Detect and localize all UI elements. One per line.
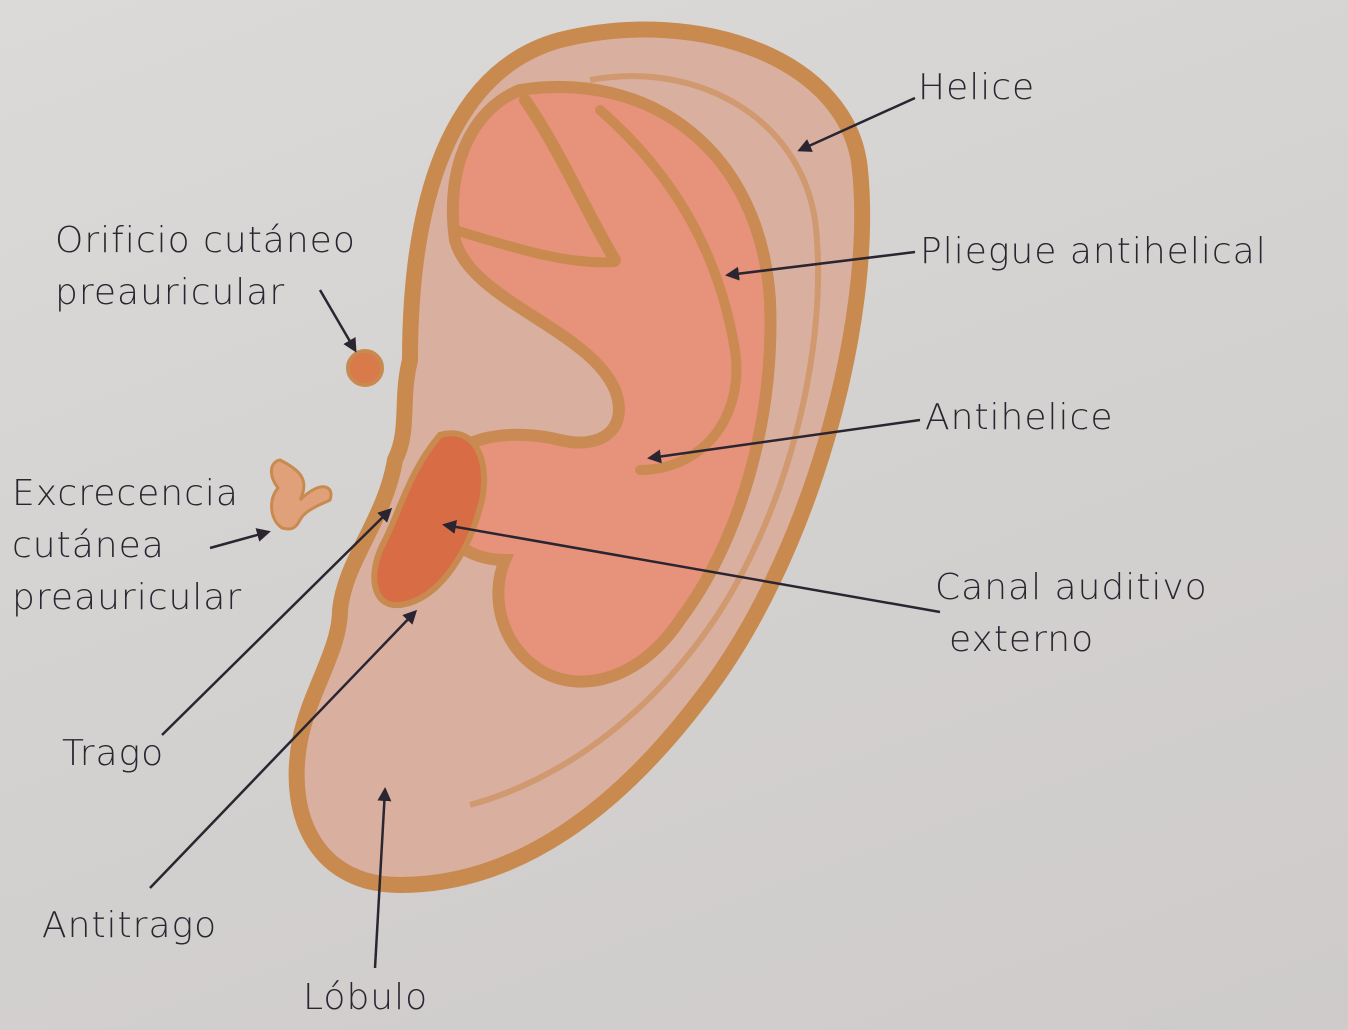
label-excrecencia: Excrecencia cutánea preauricular [12, 468, 242, 624]
label-helice: Helice [918, 62, 1035, 114]
preauricular-pit [348, 351, 382, 385]
label-antitrago: Antitrago [42, 900, 217, 952]
label-lobulo: Lóbulo [303, 972, 428, 1024]
preauricular-skin-tag [271, 460, 331, 529]
label-canal-auditivo: Canal auditivo externo [935, 562, 1208, 666]
label-antihelice: Antihelice [925, 392, 1113, 444]
label-orificio-cutaneo: Orificio cutáneo preauricular [55, 215, 356, 319]
label-trago: Trago [62, 728, 164, 780]
label-pliegue-antihelical: Pliegue antihelical [920, 226, 1267, 278]
